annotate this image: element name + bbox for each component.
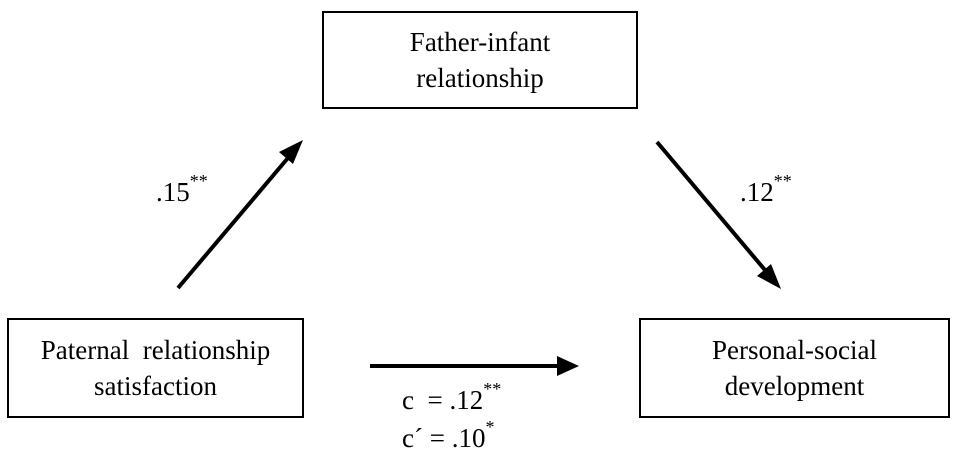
path-c-prime-significance: *: [485, 417, 495, 437]
outcome-label-line-1: Personal-social: [712, 335, 877, 365]
outcome-box: Personal-social development: [639, 318, 950, 418]
path-b-coefficient: .12**: [740, 172, 792, 207]
path-c-total-effect: c = .12**: [402, 380, 501, 415]
outcome-label-line-2: development: [724, 371, 865, 401]
path-b-value: .12: [740, 177, 774, 207]
path-c-prefix: c =: [402, 385, 450, 415]
path-a-value: .15: [156, 177, 190, 207]
mediator-label-line-2: relationship: [416, 63, 544, 93]
predictor-label-line-1: Paternal relationship: [40, 335, 271, 365]
predictor-label-line-2: satisfaction: [94, 371, 217, 401]
path-c-prime-direct-effect: c´ = .10*: [402, 418, 494, 453]
path-c-value: .12: [449, 385, 484, 415]
mediator-label-line-1: Father-infant: [409, 27, 551, 57]
mediator-box: Father-infant relationship: [322, 11, 638, 109]
path-b-significance: **: [773, 171, 792, 191]
path-c-prime-prefix: c´ =: [402, 423, 452, 453]
path-c-prime-value: .10: [451, 423, 486, 453]
path-a-coefficient: .15**: [156, 172, 208, 207]
arrow-c: [370, 356, 579, 376]
path-c-significance: **: [483, 379, 502, 399]
predictor-box: Paternal relationship satisfaction: [7, 318, 304, 418]
path-a-significance: **: [189, 171, 208, 191]
arrow-a: [176, 140, 303, 290]
arrow-b: [655, 140, 781, 289]
